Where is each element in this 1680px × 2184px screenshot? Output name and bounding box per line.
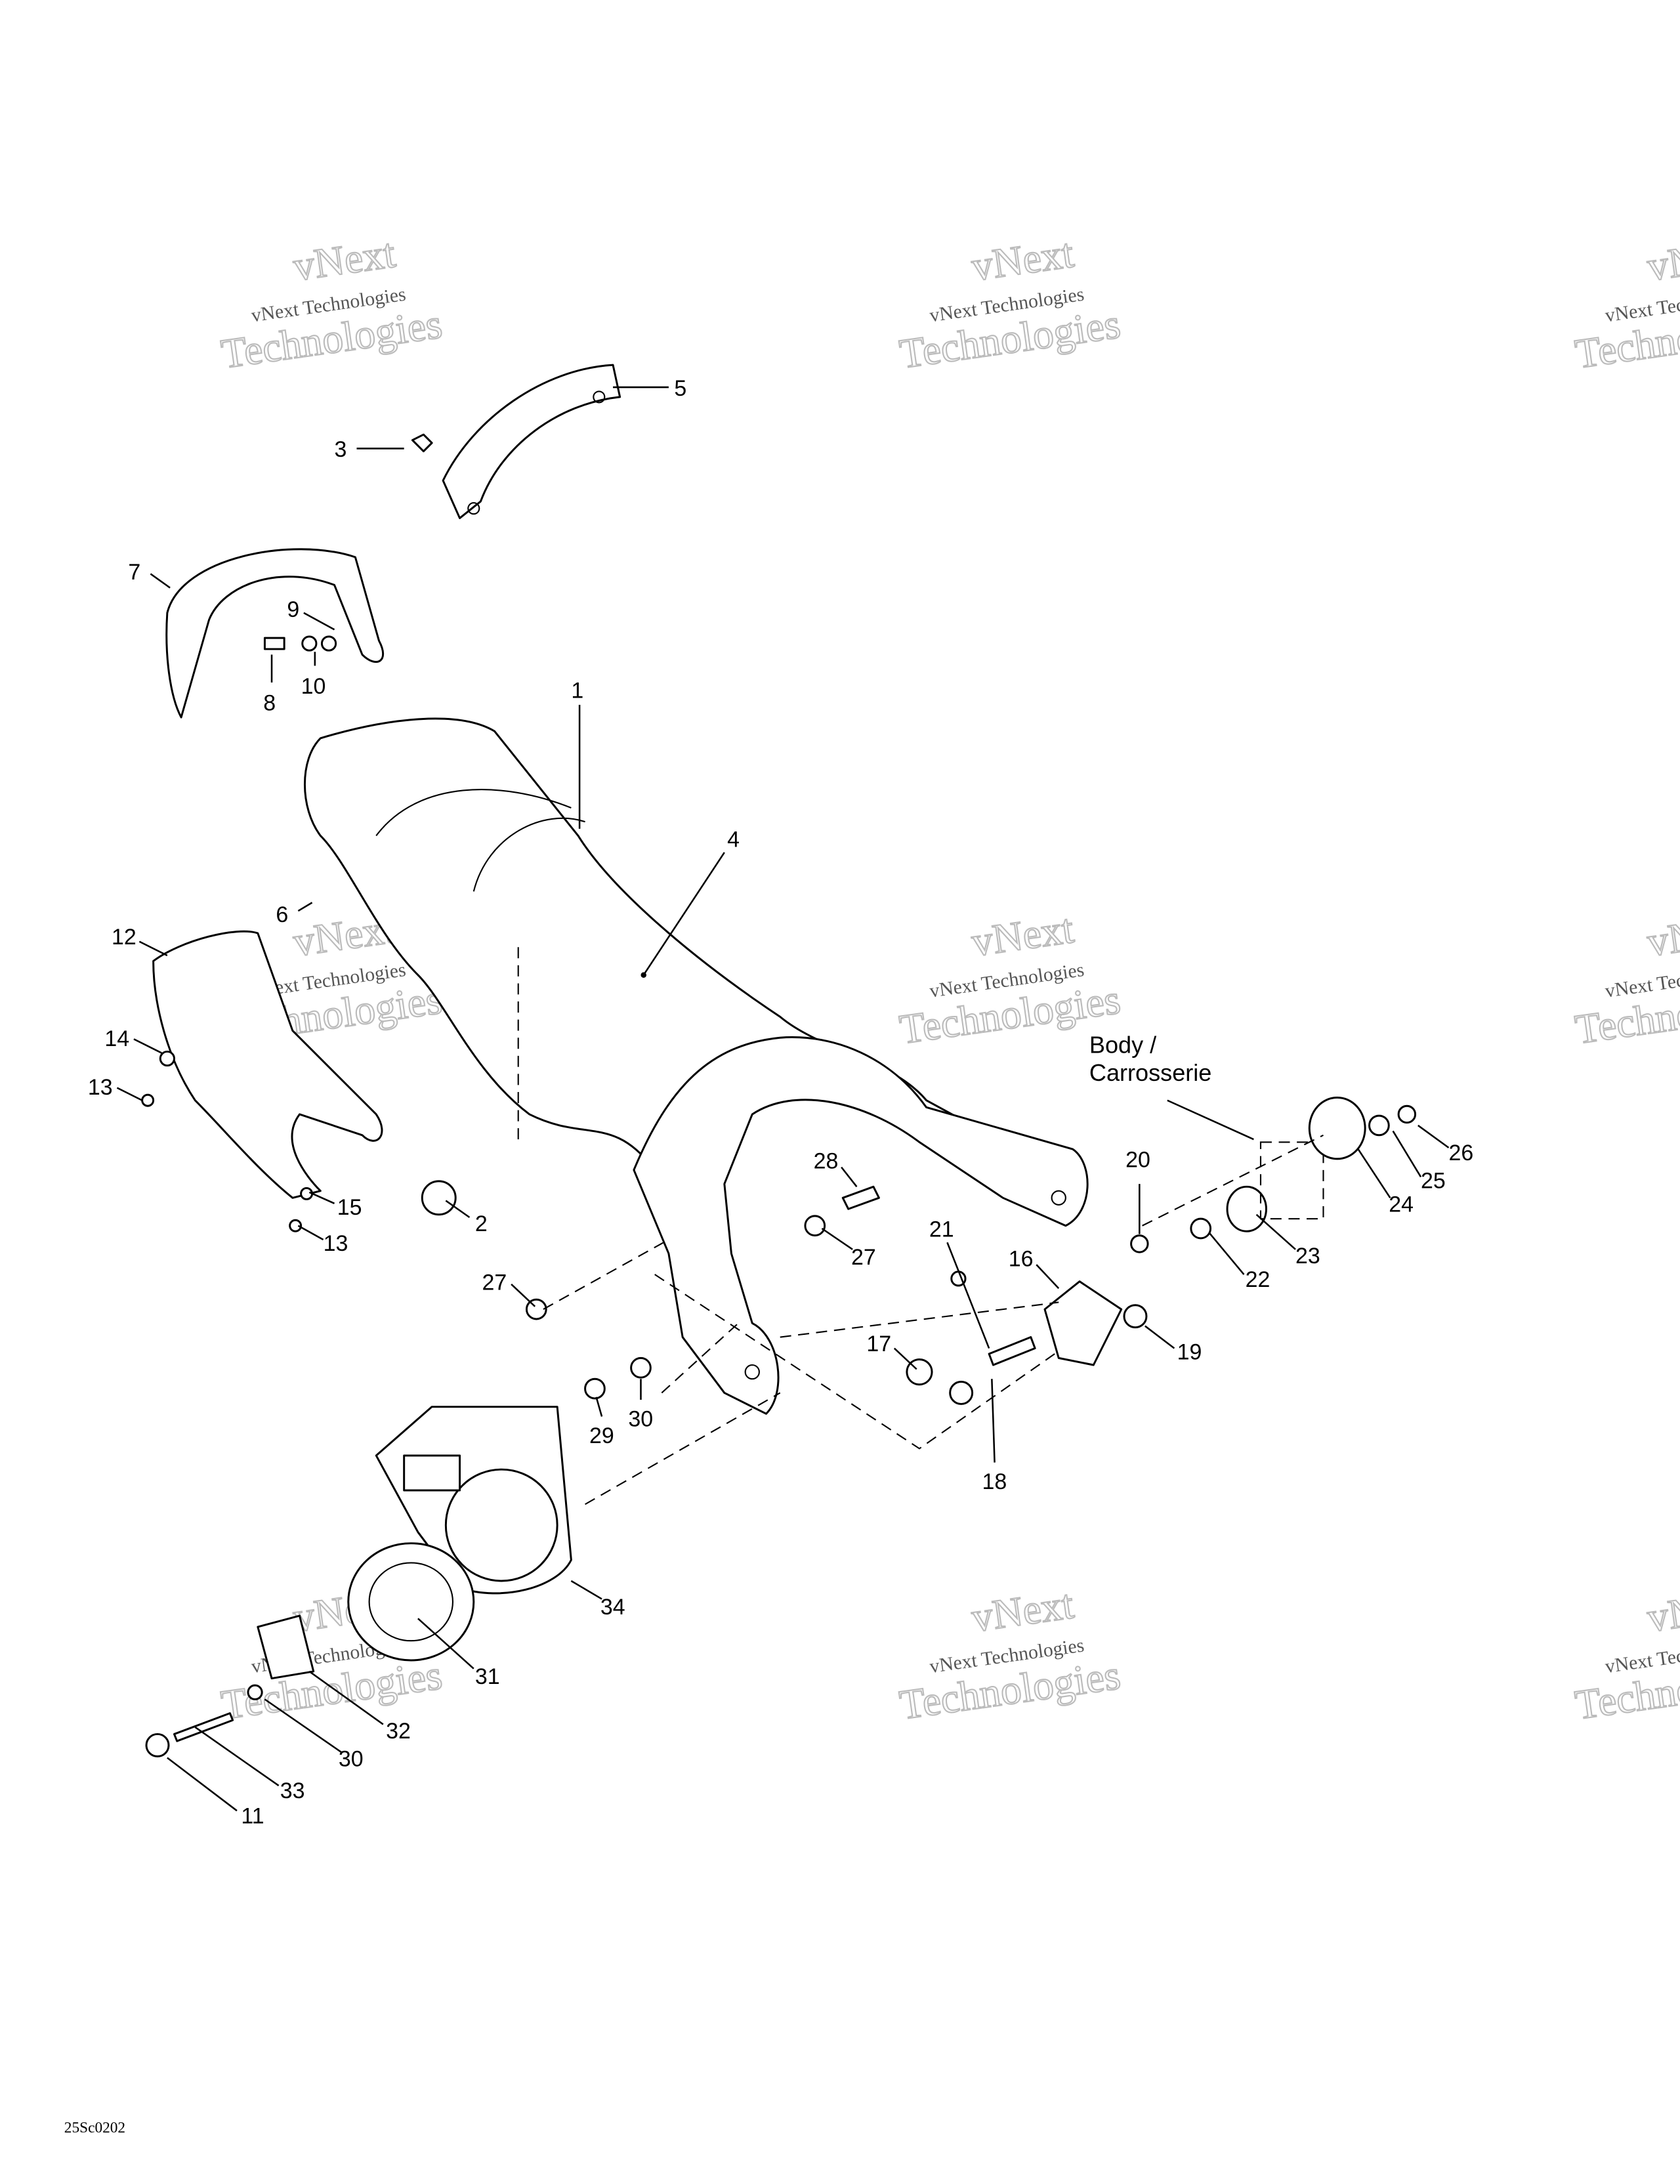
callout-11: 11 (241, 1803, 264, 1828)
callout-23: 23 (1295, 1244, 1320, 1269)
callout-27b: 27 (851, 1245, 876, 1270)
callout-14: 14 (104, 1026, 129, 1051)
callout-34: 34 (600, 1595, 625, 1620)
leader-lines (116, 386, 1450, 1812)
callout-10: 10 (301, 674, 326, 699)
watermark: vNext vNext Technologies Technologies (896, 1580, 1124, 1729)
callout-32: 32 (386, 1719, 411, 1744)
side-deflector-part (152, 930, 383, 1199)
grab-handle-part (411, 364, 621, 520)
drawing-code: 25Sc0202 (64, 2119, 125, 2136)
callout-1: 1 (571, 678, 583, 703)
callout-20: 20 (1125, 1148, 1150, 1173)
callout-4: 4 (727, 827, 740, 852)
body-label-line2: Carrosserie (1089, 1059, 1211, 1086)
rear-bumper-bracket-part (257, 1406, 572, 1680)
watermark-big-top: vNext (291, 229, 398, 289)
body-label-line1: Body / (1089, 1032, 1157, 1059)
watermark: vNext vNext Technologies Technologies (896, 904, 1124, 1053)
callout-16: 16 (1009, 1246, 1034, 1271)
hardware-parts (141, 1050, 1417, 1757)
callout-8: 8 (263, 690, 276, 715)
callout-2: 2 (475, 1211, 488, 1236)
callout-25: 25 (1421, 1168, 1446, 1193)
callout-12: 12 (112, 925, 136, 950)
callout-13: 13 (88, 1075, 113, 1100)
rear-fairing-part (165, 548, 384, 719)
watermark-big-top: vNext (969, 229, 1076, 289)
watermark-big-top: vNext (1645, 905, 1680, 965)
watermark-big-top: vNext (1645, 229, 1680, 289)
watermark-big-top: vNext (969, 905, 1076, 965)
watermark-big-top: vNext (1645, 1580, 1680, 1641)
callout-13b: 13 (324, 1231, 348, 1256)
callout-18: 18 (982, 1469, 1007, 1494)
watermark: vNext vNext Technologies Technologies (1572, 904, 1680, 1053)
callout-17: 17 (866, 1332, 891, 1356)
callout-26: 26 (1449, 1141, 1474, 1166)
callout-31: 31 (475, 1664, 500, 1689)
watermark: vNext vNext Technologies Technologies (896, 228, 1124, 377)
callout-33: 33 (280, 1778, 305, 1803)
callout-6: 6 (276, 902, 288, 927)
callout-labels: 1 2 3 4 5 6 7 8 9 10 11 12 13 13 14 15 1… (88, 376, 1473, 1829)
watermark: vNext vNext Technologies Technologies (1572, 1580, 1680, 1729)
watermark: vNext vNext Technologies Technologies (218, 228, 446, 377)
callout-29: 29 (589, 1423, 614, 1448)
callout-15: 15 (337, 1195, 362, 1220)
callout-24: 24 (1389, 1192, 1414, 1217)
callout-22: 22 (1246, 1267, 1270, 1292)
watermark: vNext vNext Technologies Technologies (218, 1580, 446, 1729)
callout-19: 19 (1177, 1340, 1202, 1365)
callout-3: 3 (335, 437, 347, 462)
callout-21: 21 (929, 1217, 954, 1242)
watermark: vNext vNext Technologies Technologies (1572, 228, 1680, 377)
callout-27: 27 (482, 1270, 507, 1295)
callout-9: 9 (287, 597, 299, 622)
dashed-assembly-lines (517, 947, 1324, 1505)
seat-frame-part (633, 1036, 1089, 1415)
callout-30: 30 (628, 1406, 653, 1431)
callout-5: 5 (674, 376, 686, 401)
callout-28: 28 (814, 1149, 839, 1174)
watermark-big-top: vNext (969, 1580, 1076, 1641)
callout-7: 7 (128, 560, 140, 585)
callout-30b: 30 (339, 1746, 364, 1771)
